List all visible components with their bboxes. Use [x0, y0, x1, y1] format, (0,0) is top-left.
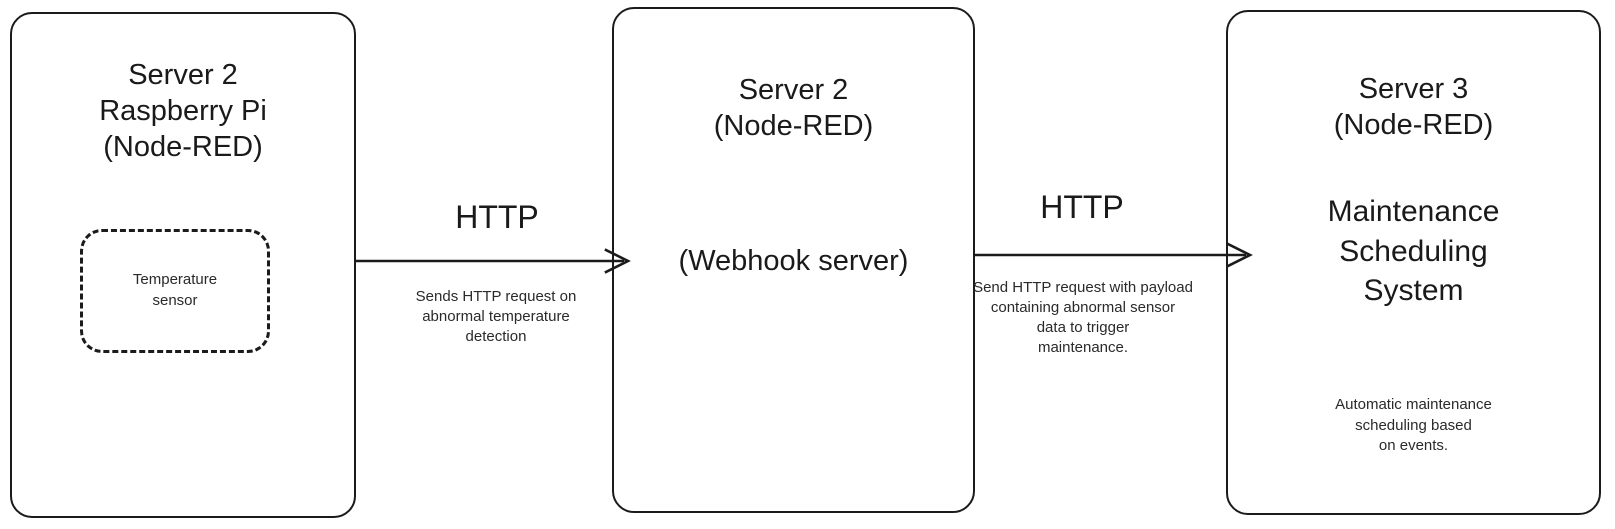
node-server-2-webhook-subtitle: (Webhook server)	[678, 245, 909, 277]
node-server-2-webhook[interactable]: Server 2 (Node-RED) (Webhook server)	[612, 7, 975, 513]
edge-pi-to-webhook-arrow	[356, 248, 631, 274]
node-server-3-maintenance-note: Automatic maintenance scheduling based o…	[1335, 396, 1492, 455]
node-server-3-maintenance[interactable]: Server 3 (Node-RED) Maintenance Scheduli…	[1226, 10, 1601, 515]
node-server-3-maintenance-title: Server 3 (Node-RED)	[1333, 73, 1494, 141]
node-server-2-webhook-title: Server 2 (Node-RED)	[713, 74, 874, 142]
edge-webhook-to-maintenance-label: HTTP	[1040, 189, 1124, 225]
edge-pi-to-webhook-sublabel: Sends HTTP request on abnormal temperatu…	[415, 288, 577, 345]
node-server-3-maintenance-subtitle: Maintenance Scheduling System	[1327, 195, 1500, 308]
node-server-2-raspberry-pi[interactable]: Server 2 Raspberry Pi (Node-RED) Tempera…	[10, 12, 356, 518]
edge-webhook-to-maintenance-arrow	[975, 242, 1253, 268]
edge-webhook-to-maintenance-sublabel: Send HTTP request with payload containin…	[973, 279, 1193, 356]
node-server-2-raspberry-pi-title: Server 2 Raspberry Pi (Node-RED)	[99, 59, 267, 163]
node-temperature-sensor[interactable]: Temperature sensor	[80, 229, 270, 353]
node-temperature-sensor-label: Temperature sensor	[132, 271, 218, 309]
edge-pi-to-webhook-label: HTTP	[455, 199, 539, 235]
